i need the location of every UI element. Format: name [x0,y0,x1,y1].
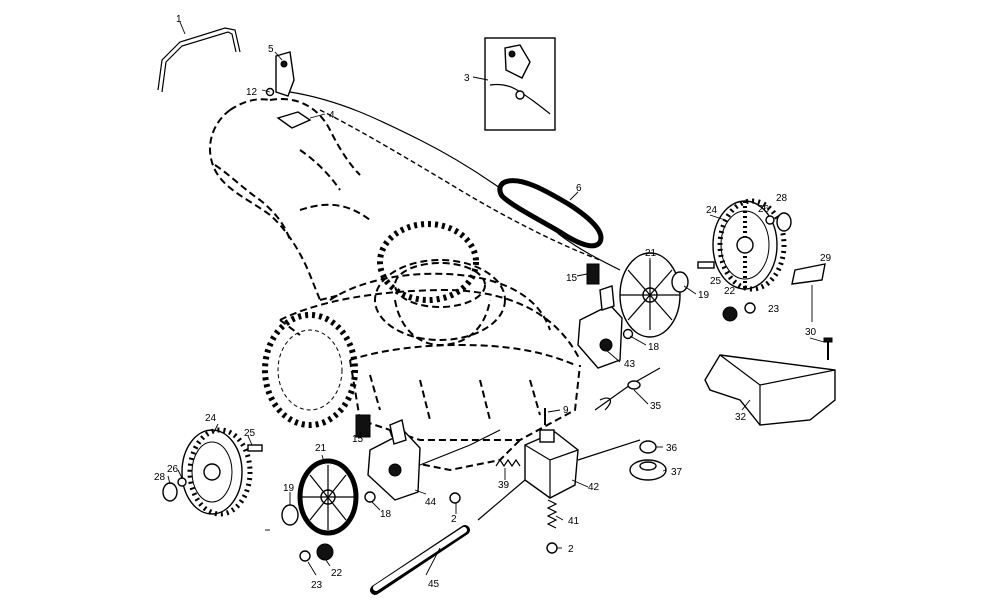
callout-45: 45 [428,579,440,590]
part-24-upper-wheel [712,198,787,292]
callout-19-upper: 19 [698,290,710,301]
callout-3: 3 [464,73,470,84]
part-26-upper-nut [765,215,775,225]
callout-28-lower: 28 [154,472,166,483]
part-22-lower-gear [316,543,334,561]
callout-26-lower: 26 [167,464,179,475]
part-1-bail-handle [157,21,241,93]
upper-cable-line [289,91,621,271]
callout-24-upper: 24 [706,205,718,216]
callout-22-upper: 22 [724,286,736,297]
callout-labels: 1 5 12 4 3 6 15 21 18 43 24 26 28 25 19 … [154,14,832,591]
part-18-lower-nut [364,491,376,503]
callout-6: 6 [576,183,582,194]
callout-12: 12 [246,87,258,98]
part-26-lower-nut [177,477,187,487]
part-25-upper-axle [697,261,715,269]
part-22-upper-gear [722,306,738,322]
callout-35: 35 [650,401,662,412]
mower-body-outline [209,98,581,472]
part-28-lower-cap [162,482,178,502]
part-5-lever-bracket [265,51,312,129]
part-2-right-nut [546,542,558,554]
rear-wheel-ghost-left [262,312,358,428]
part-21-lower-wheel-hub [297,458,359,536]
callout-15-lower: 15 [352,434,364,445]
part-36-knob [639,440,657,454]
callout-19-lower: 19 [283,483,295,494]
part-15-upper-spring [586,263,600,285]
callout-44: 44 [425,497,437,508]
callout-5: 5 [268,44,274,55]
callout-30: 30 [805,327,817,338]
part-35-cable-end [594,367,661,411]
callout-25-upper: 25 [710,276,722,287]
callout-18-upper: 18 [648,342,660,353]
callout-21-lower: 21 [315,443,327,454]
callout-29: 29 [820,253,832,264]
part-41-spring [546,499,558,529]
callout-4: 4 [329,110,335,121]
callout-22-lower: 22 [331,568,343,579]
callout-1: 1 [176,14,182,25]
callout-28-upper: 28 [776,193,788,204]
part-19-upper-washer [671,271,689,293]
callout-15-upper: 15 [566,273,578,284]
callout-23-lower: 23 [311,580,323,591]
part-2-center-nut [449,492,461,504]
callout-42: 42 [588,482,600,493]
part-30-screw [823,337,833,360]
part-23-lower-clip [299,550,311,562]
part-21-upper-wheel-hub [619,252,681,338]
rear-wheel-ghost-right [377,221,479,303]
callout-39: 39 [498,480,510,491]
callout-24-lower: 24 [205,413,217,424]
part-39-spring [495,458,521,468]
part-15-lower-spring [355,414,371,438]
cable-route-dashed [319,109,601,261]
callout-37: 37 [671,467,683,478]
callout-25-lower: 25 [244,428,256,439]
part-3-inset-box [484,37,556,131]
leader-lines [167,51,825,576]
callout-32: 32 [735,412,747,423]
part-6-drive-belt [497,178,604,249]
callout-2-right: 2 [568,544,574,555]
callout-2-center: 2 [451,514,457,525]
part-23-upper-clip [744,302,756,314]
callout-43-upper: 43 [624,359,636,370]
callout-26-upper: 26 [758,204,770,215]
part-37-pulley [629,459,667,481]
callout-21-upper: 21 [645,248,657,259]
lower-axle-link [419,429,501,466]
callout-18-lower: 18 [380,509,392,520]
part-32-rear-cover [704,354,836,426]
part-44-lower-bracket [367,419,421,501]
callout-41: 41 [568,516,580,527]
callout-36: 36 [666,443,678,454]
part-29-plate [791,263,826,285]
part-24-lower-wheel [181,427,253,517]
callout-23-upper: 23 [768,304,780,315]
part-19-lower-washer [281,504,299,526]
callout-9: 9 [563,405,569,416]
part-42-transmission [477,429,641,521]
part-25-lower-axle [247,444,263,452]
part-28-upper-cap [776,212,792,232]
